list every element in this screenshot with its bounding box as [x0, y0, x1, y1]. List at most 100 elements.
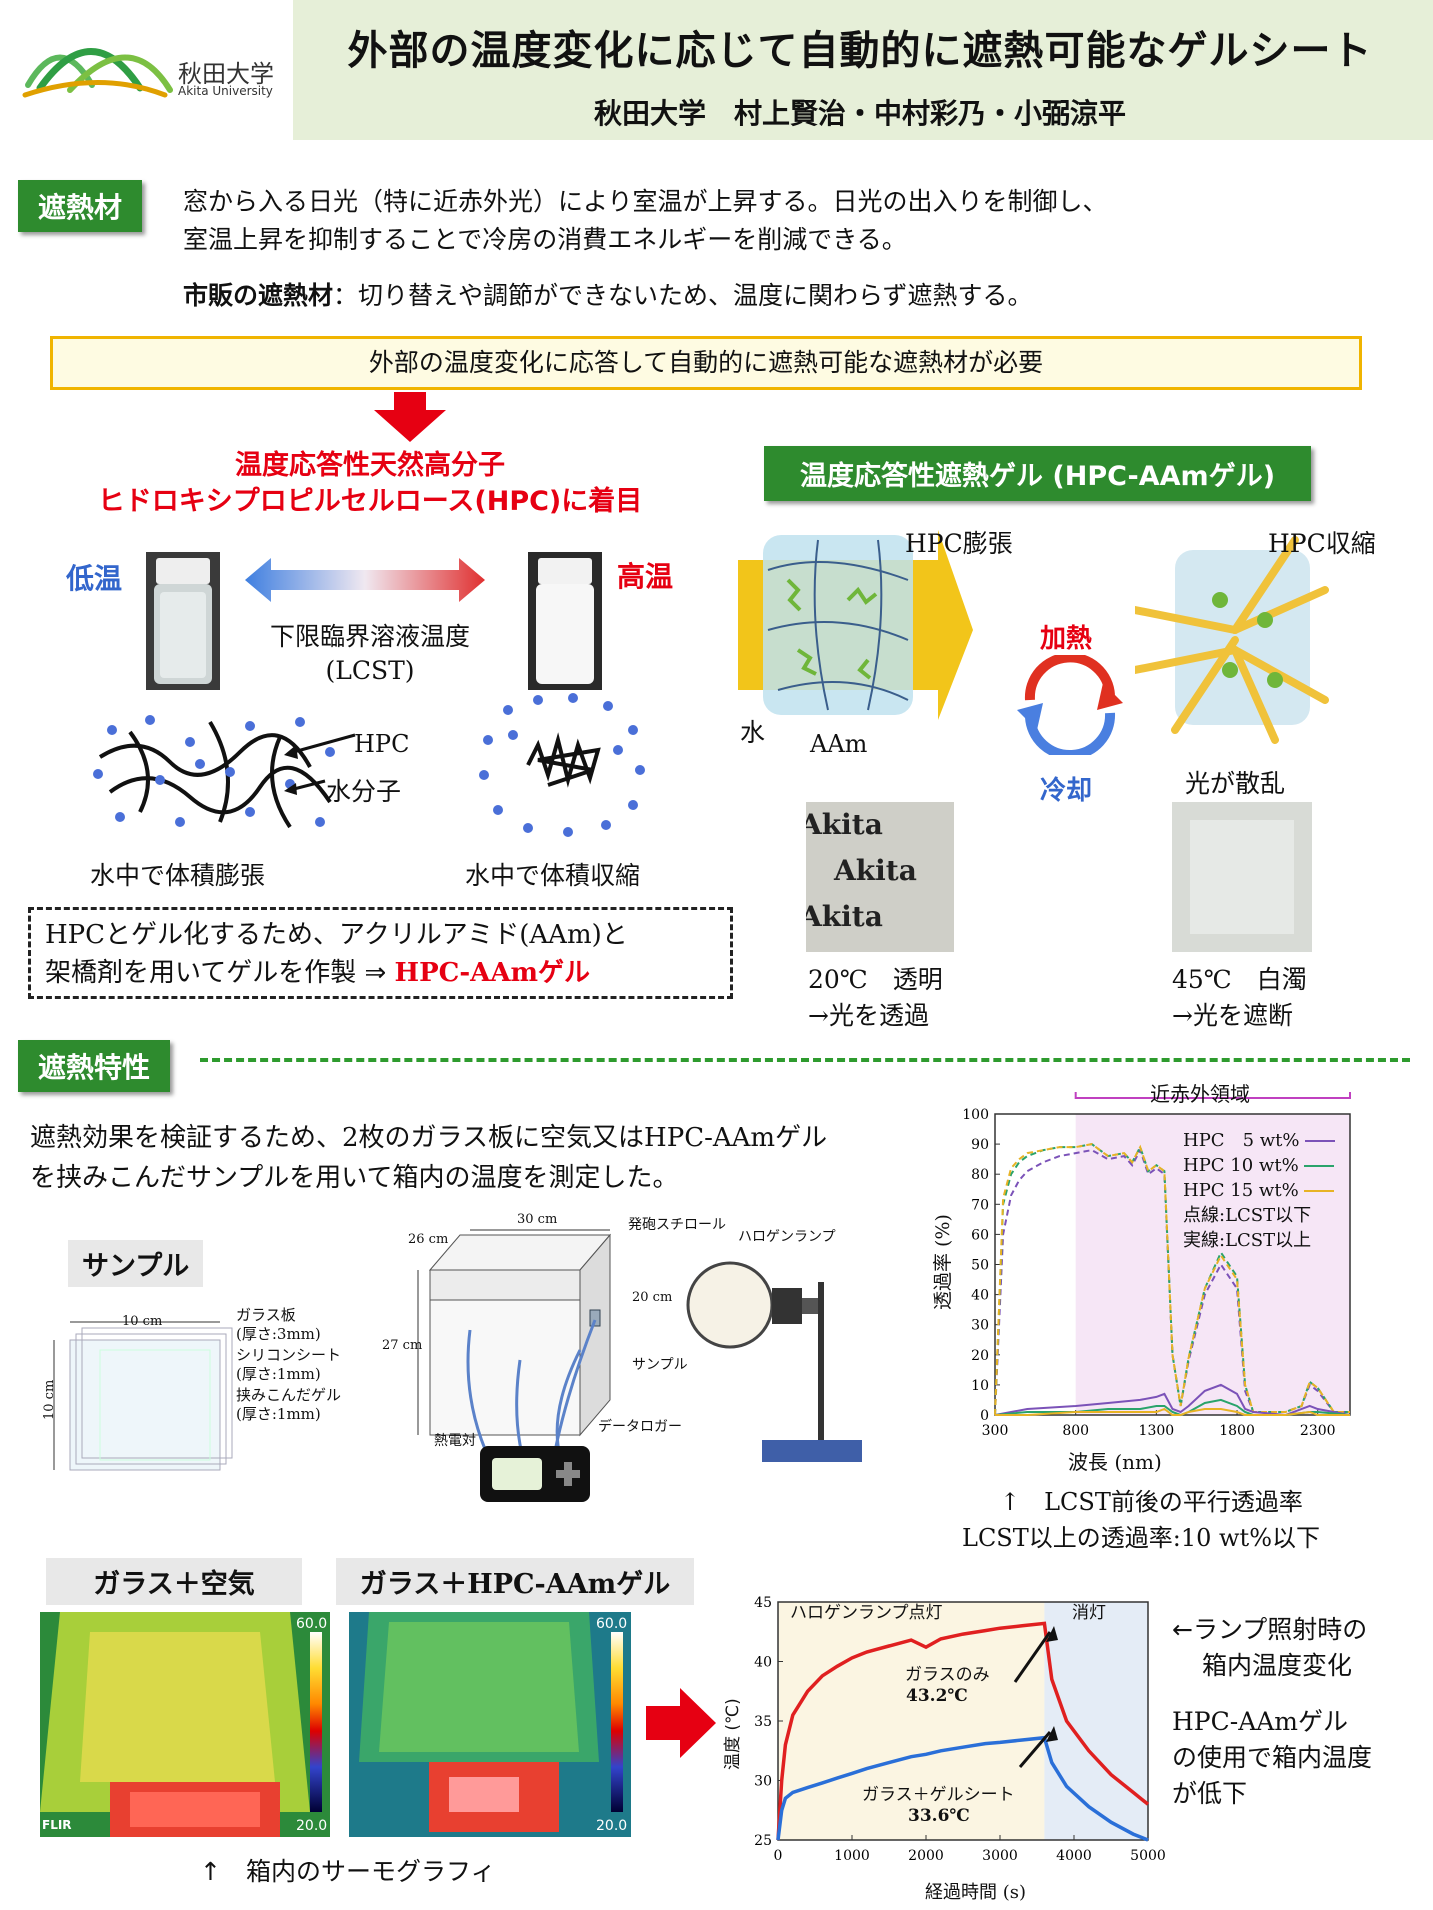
series-line-1 [776, 1735, 1149, 1842]
left-caption-2: →光を透過 [808, 1001, 929, 1030]
photo-text-3: Akita [806, 900, 883, 933]
glass-only-peak: 43.2℃ [906, 1686, 968, 1706]
flir-label: FLIR [42, 1818, 72, 1832]
cloudy-vial-photo [528, 552, 602, 690]
transparent-caption: 20℃ 透明 →光を透過 [808, 962, 943, 1034]
temp-note-line-5: が低下 [1172, 1779, 1248, 1808]
poster-authors: 秋田大学 村上賢治・中村彩乃・小弼涼平 [593, 97, 1126, 130]
sample-layer-labels: ガラス板 (厚さ:3mm) シリコンシート (厚さ:1mm) 挟みこんだゲル (… [236, 1306, 341, 1424]
logo-text: 秋田大学 [178, 60, 274, 88]
lamp-on-label: ハロゲンランプ点灯 [790, 1603, 943, 1623]
series-line-2 [994, 1143, 1350, 1416]
double-arrow-icon [245, 558, 485, 602]
trans-caption-2: LCST以上の透過率:10 wt%以下 [962, 1524, 1320, 1552]
sample-position-label: サンプル [632, 1357, 688, 1373]
temp-note: ←ランプ照射時の 箱内温度変化 HPC-AAmゲル の使用で箱内温度 が低下 [1172, 1612, 1372, 1812]
y-tick-label: 40 [754, 1655, 772, 1671]
x-tick-label: 800 [1062, 1423, 1089, 1439]
heat-label: 加熱 [1040, 624, 1093, 654]
temp-note-line-3: HPC-AAmゲル [1172, 1707, 1349, 1736]
water-label: 水 [740, 718, 766, 747]
nir-band-bracket [1074, 1092, 1351, 1099]
left-caption-1: 20℃ 透明 [808, 965, 943, 994]
legend-item-5wt: HPC 5 wt% [1183, 1128, 1336, 1153]
photo-text-1: Akita [806, 808, 883, 841]
temp-note-line-4: の使用で箱内温度 [1172, 1743, 1373, 1772]
lamp-off-region [1044, 1602, 1148, 1840]
scale-min-gel: 20.0 [596, 1818, 628, 1834]
trans-ylabel: 透過率 (%) [932, 1214, 954, 1310]
trans-caption-1: ↑ LCST前後の平行透過率 [1000, 1488, 1303, 1516]
temp-ylabel: 温度 (℃) [723, 1698, 743, 1770]
right-caption-1: 45℃ 白濁 [1172, 965, 1307, 994]
y-tick-label: 35 [754, 1714, 772, 1730]
sample-height-label: 10 cm [42, 1379, 57, 1420]
x-tick-label: 1300 [1139, 1423, 1175, 1439]
scale-min-air: 20.0 [296, 1818, 328, 1834]
data-logger-label: データロガー [598, 1419, 682, 1435]
legend-item-10wt: HPC 10 wt% [1183, 1153, 1335, 1178]
y-tick-label: 0 [980, 1408, 989, 1424]
legend-note-solid: 実線:LCST以上 [1183, 1230, 1312, 1251]
hpc-label: HPC [354, 730, 410, 758]
down-arrow-icon [374, 392, 446, 442]
experiment-text: 遮熱効果を検証するため、2枚のガラス板に空気又はHPC-AAmゲル を挟みこんだ… [30, 1118, 827, 1198]
peak-arrow-head-glass [1046, 1626, 1058, 1642]
section-label-gel: 温度応答性遮熱ゲル (HPC-AAmゲル) [764, 446, 1312, 501]
logo-subtext: Akita University [178, 84, 273, 98]
sample-tab: サンプル [68, 1240, 204, 1287]
thermography-air [40, 1612, 330, 1837]
glass-gel-label: ガラス＋ゲルシート [862, 1785, 1015, 1805]
section-label-heat-shield: 遮熱材 [18, 180, 143, 232]
x-tick-label: 3000 [982, 1848, 1018, 1864]
peak-arrow-gel [1018, 1731, 1052, 1768]
market-text: 市販の遮熱材：切り替えや調節ができないため、温度に関わらず遮熱する。 [183, 277, 1033, 315]
y-tick-label: 25 [754, 1833, 772, 1849]
swell-caption: 水中で体積膨張 [90, 861, 266, 890]
scale-max-gel: 60.0 [596, 1616, 628, 1632]
nir-band-label: 近赤外領域 [1150, 1082, 1250, 1106]
poster-title: 外部の温度変化に応じて自動的に遮熱可能なゲルシート [347, 28, 1373, 74]
focus-line-2: ヒドロキシプロピルセルロース(HPC)に着目 [97, 486, 643, 517]
x-tick-label: 0 [774, 1848, 783, 1864]
y-tick-label: 30 [754, 1774, 772, 1790]
y-tick-label: 10 [971, 1378, 989, 1394]
thermography-gel [349, 1612, 631, 1837]
experiment-line-1: 遮熱効果を検証するため、2枚のガラス板に空気又はHPC-AAmゲル [30, 1123, 828, 1153]
logo-leaves-icon [22, 48, 173, 98]
y-tick-label: 20 [971, 1348, 989, 1364]
focus-line-1: 温度応答性天然高分子 [235, 450, 505, 481]
nir-band-region [1075, 1114, 1350, 1415]
y-tick-label: 60 [971, 1227, 989, 1243]
y-tick-label: 100 [962, 1107, 989, 1123]
gel-prep-line-1: HPCとゲル化するため、アクリルアミド(AAm)と [45, 920, 628, 950]
cycle-arrows-icon [1017, 655, 1123, 755]
silicone-label: シリコンシート [236, 1346, 342, 1364]
high-temp-label: 高温 [617, 560, 674, 593]
gel-thickness: (厚さ:1mm) [236, 1405, 321, 1423]
glass-only-label: ガラスのみ [905, 1665, 990, 1685]
tab-glass-air: ガラス＋空気 [46, 1558, 302, 1605]
right-caption-2: →光を遮断 [1172, 1001, 1293, 1030]
box-side-label: 20 cm [632, 1290, 673, 1305]
right-arrow-icon [646, 1688, 716, 1758]
box-width-label: 30 cm [517, 1212, 558, 1227]
temp-note-line-1: ←ランプ照射時の [1172, 1615, 1368, 1644]
sample-schematic [53, 1321, 233, 1471]
intro-line-2: 室温上昇を抑制することで冷房の消費エネルギーを削減できる。 [183, 225, 907, 254]
lcst-line-1: 下限臨界溶液温度 [269, 622, 470, 651]
lamp-off-label: 消灯 [1072, 1603, 1106, 1623]
x-tick-label: 4000 [1056, 1848, 1092, 1864]
peak-arrow-glass [1013, 1631, 1052, 1683]
intro-text: 窓から入る日光（特に近赤外光）により室温が上昇する。日光の出入りを制御し、 室温… [183, 183, 1108, 259]
apparatus-diagram [417, 1229, 862, 1480]
label-pointer-arrows [284, 733, 356, 795]
need-box: 外部の温度変化に応答して自動的に遮熱可能な遮熱材が必要 [50, 336, 1362, 390]
y-tick-label: 70 [971, 1197, 989, 1213]
clear-vial-photo [146, 552, 220, 690]
silicone-thickness: (厚さ:1mm) [236, 1365, 321, 1383]
y-tick-label: 80 [971, 1167, 989, 1183]
market-description: ：切り替えや調節ができないため、温度に関わらず遮熱する。 [333, 281, 1033, 310]
